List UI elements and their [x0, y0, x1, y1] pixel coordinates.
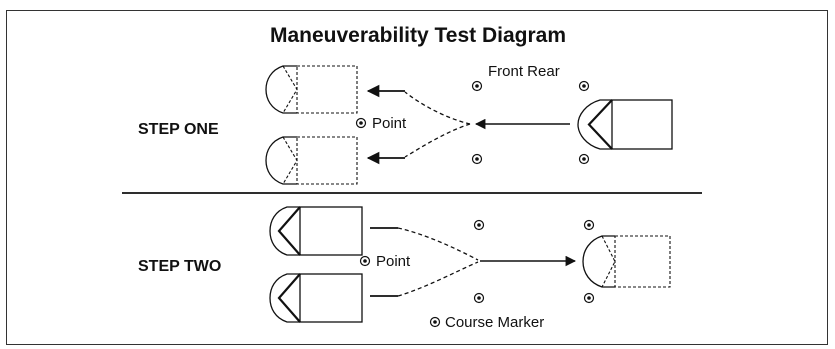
- point-marker-icon: [359, 255, 371, 267]
- course-marker-icon: [471, 80, 483, 92]
- course-marker-icon: [473, 292, 485, 304]
- point-marker-icon: [355, 117, 367, 129]
- step-one-section: Front Rear Point: [265, 63, 673, 185]
- course-marker-label: Course Marker: [445, 314, 544, 331]
- course-marker-icon: [583, 292, 595, 304]
- front-rear-label: Front Rear: [488, 63, 560, 80]
- course-marker-icon: [578, 153, 590, 165]
- step-two-label: STEP TWO: [138, 258, 221, 275]
- vehicle-lower-dashed: [265, 136, 358, 185]
- course-marker-icon: [471, 153, 483, 165]
- course-marker-icon: [578, 80, 590, 92]
- diagram-title: Maneuverability Test Diagram: [270, 24, 566, 47]
- vehicle-upper-solid: [269, 206, 363, 256]
- vehicle-upper-dashed: [265, 65, 358, 114]
- vehicle-lower-solid: [269, 273, 363, 323]
- course-marker-icon: [473, 219, 485, 231]
- path-upper-dashed: [404, 91, 471, 125]
- path-converge-upper: [397, 227, 479, 261]
- path-converge-lower: [397, 261, 479, 297]
- path-lower-dashed: [404, 123, 471, 158]
- step-one-label: STEP ONE: [138, 121, 219, 138]
- vehicle-start-solid: [577, 99, 673, 150]
- step-two-section: Point Course Marker: [269, 206, 671, 331]
- diagram-frame: [6, 10, 828, 345]
- course-marker-icon: [583, 219, 595, 231]
- point-label-step-two: Point: [376, 253, 411, 270]
- vehicle-finish-dashed: [582, 235, 671, 288]
- course-marker-legend-icon: [429, 316, 441, 328]
- point-label-step-one: Point: [372, 115, 407, 132]
